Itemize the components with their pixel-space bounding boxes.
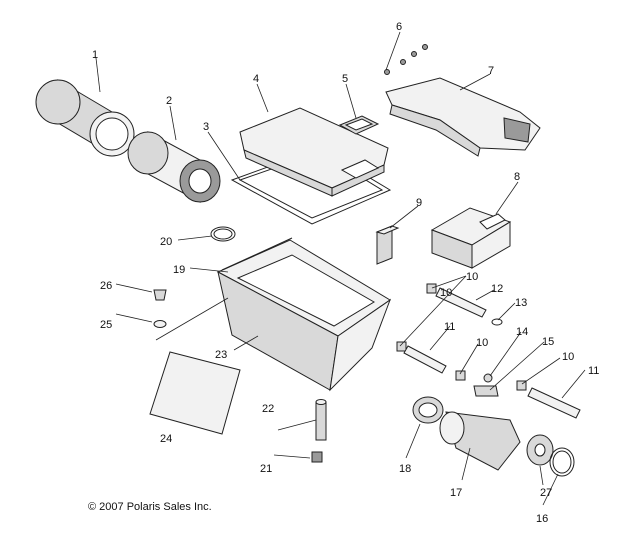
callout-9: 9 [416,197,422,209]
part-18-ring [412,396,444,424]
callout-3: 3 [203,121,209,133]
callout-26: 26 [100,280,112,292]
part-24-sheet [149,351,241,435]
callout-21: 21 [260,463,272,475]
callout-2: 2 [166,95,172,107]
callout-4: 4 [253,73,259,85]
callout-15: 15 [542,336,554,348]
part-19-seal-lip [221,237,293,271]
part-11-rods [403,345,581,419]
part-15-connector [473,385,499,397]
part-8-foam-block [430,207,512,269]
callout-22: 22 [262,403,274,415]
callout-1: 1 [92,49,98,61]
callout-6: 6 [396,21,402,33]
part-21-drain-valve [311,451,323,463]
part-9-foam-strip [375,225,400,265]
part-6-screws [384,44,428,75]
copyright-notice: © 2007 Polaris Sales Inc. [88,501,212,513]
callout-27: 27 [540,487,552,499]
callout-10: 10 [562,351,574,363]
part-22-drain-tube [315,399,327,441]
callout-11: 11 [588,365,599,377]
callout-19: 19 [173,264,185,276]
leader-lines [95,31,586,506]
callout-5: 5 [342,73,348,85]
part-16-clamp [549,447,575,477]
part-4-airbox-lid [239,107,389,197]
part-1-filter-sleeve [35,79,135,157]
callout-25: 25 [100,319,112,331]
part-25-washer [153,320,167,328]
callout-10: 10 [476,337,488,349]
part-26-grommet [153,289,167,301]
callout-16: 16 [536,513,548,525]
callout-20: 20 [160,236,172,248]
callout-13: 13 [515,297,527,309]
callout-10: 10 [466,271,478,283]
part-7-intake-duct [385,77,541,157]
part-23-airbox-base [216,239,392,392]
callout-11: 11 [444,321,455,333]
callout-10: 10 [440,287,452,299]
callout-24: 24 [160,433,172,445]
part-10-spacers [396,283,527,391]
part-27-coupler [526,434,554,466]
callout-7: 7 [488,65,494,77]
callout-17: 17 [450,487,462,499]
part-13-clip [491,318,503,326]
callout-8: 8 [514,171,520,183]
part-17-intake-boot [439,411,521,471]
part-5-lid-insert [338,115,380,135]
callout-12: 12 [491,283,503,295]
callout-23: 23 [215,349,227,361]
part-2-filter-element [127,131,221,203]
callout-labels: 1 2 3 4 5 6 7 8 9 10 10 10 10 11 11 12 1… [92,21,599,525]
part-20-clamp [210,226,236,242]
callout-14: 14 [516,326,528,338]
callout-18: 18 [399,463,411,475]
part-12-rod [435,287,487,318]
